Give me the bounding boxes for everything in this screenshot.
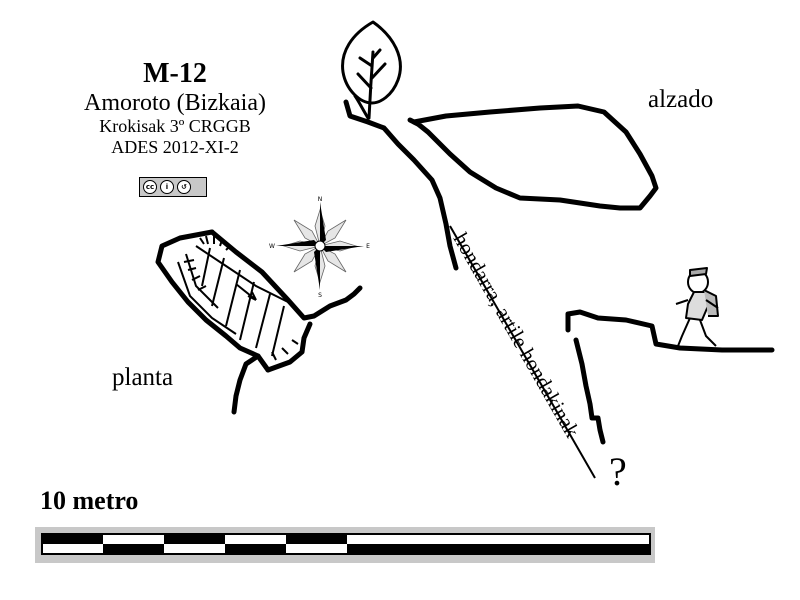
compass-south: S [318,292,322,299]
cave-location: Amoroto (Bizkaia) [84,90,266,116]
cave-code: M-12 [143,58,207,89]
plan-hatching [177,235,299,361]
plan-label: planta [112,364,174,391]
elevation-outline [343,99,775,445]
survey-date: ADES 2012-XI-2 [111,137,239,157]
unknown-continuation-mark: ? [609,449,627,494]
scale-bar [35,527,655,563]
compass-north: N [318,196,323,203]
share-alike-icon: ↺ [177,180,191,194]
scale-bar-segments [42,534,650,554]
passage-note-leader [449,225,596,479]
compass-rose-icon: N S E W [269,196,370,299]
survey-credit: Krokisak 3º CRGGB [99,116,251,136]
compass-east: E [366,243,370,250]
title-block: M-12 Amoroto (Bizkaia) Krokisak 3º CRGGB… [60,58,290,158]
caver-figure-icon [675,267,719,347]
compass-west: W [269,243,275,250]
plant-sprout-icon [341,20,402,120]
attribution-icon: i [160,180,174,194]
creative-commons-license-badge: cc i ↺ [139,177,207,197]
plan-outline [155,229,363,415]
cc-icon: cc [143,180,157,194]
scale-label: 10 metro [40,486,139,515]
elevation-label: alzado [648,86,714,113]
